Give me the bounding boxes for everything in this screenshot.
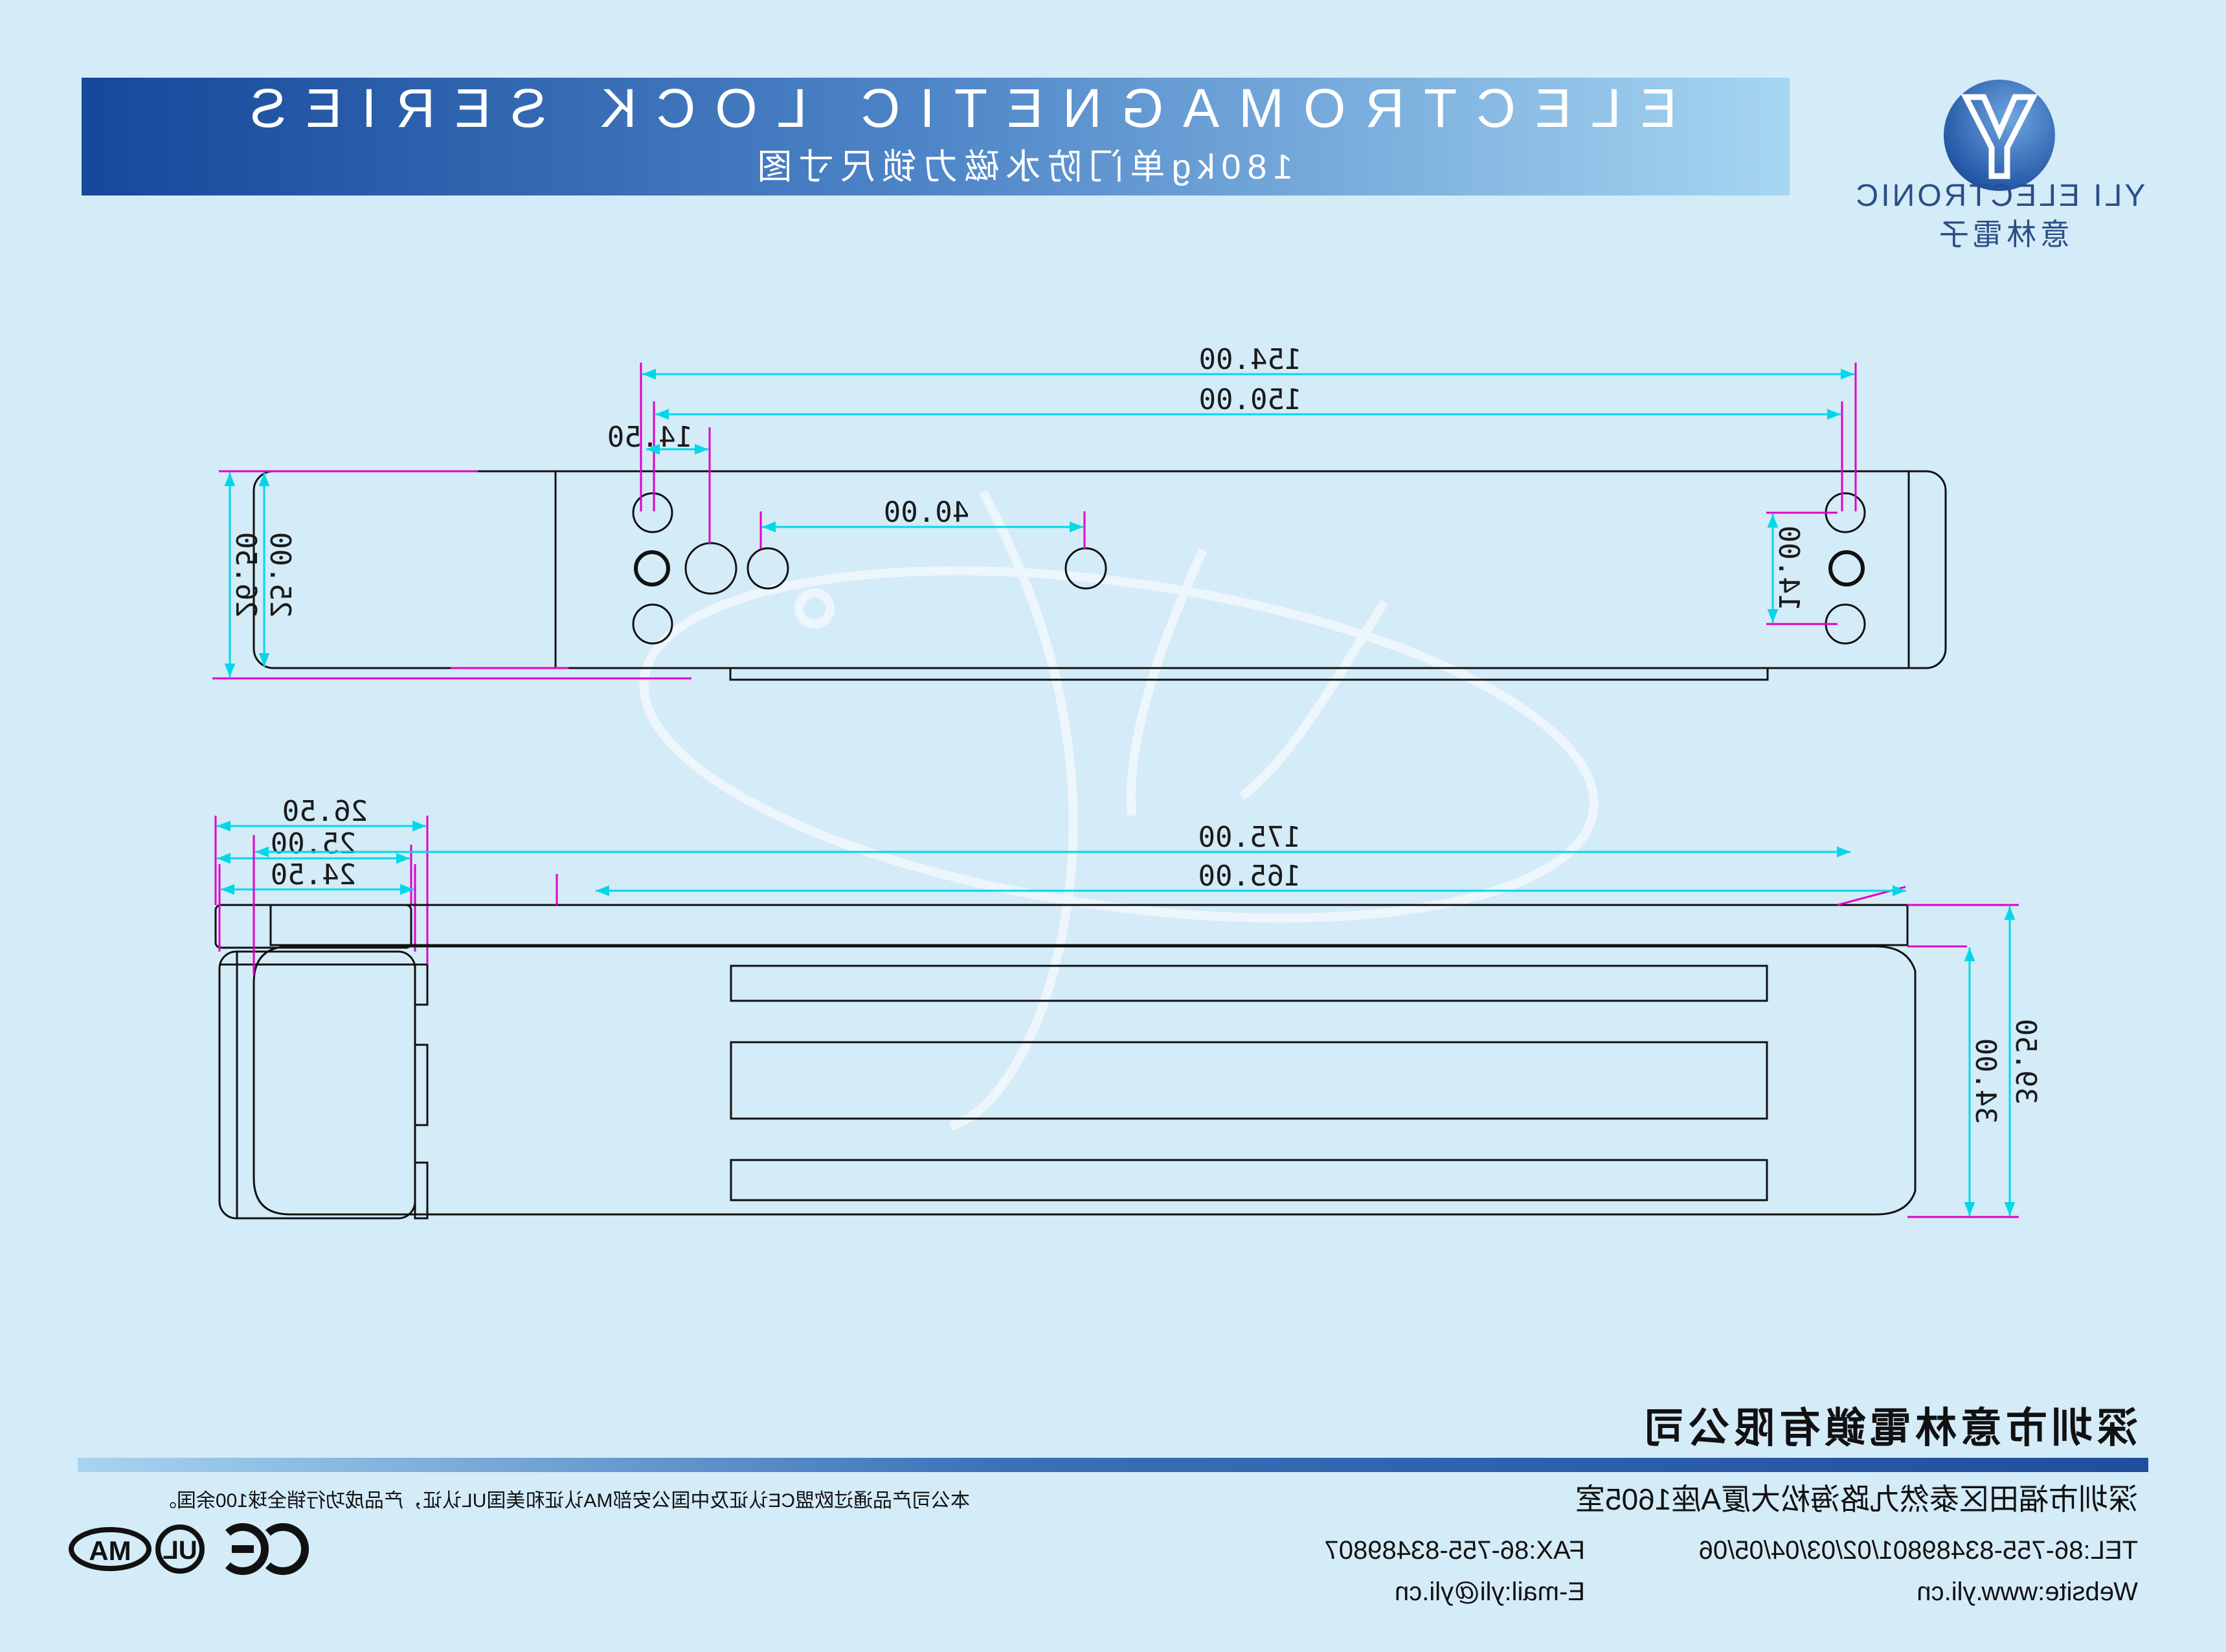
mount-hole xyxy=(747,547,789,590)
top-view: 154.00 150.00 14.50 40.00 26.50 25.00 14… xyxy=(212,343,1947,681)
magnet-coil-strip xyxy=(730,965,1768,1002)
dim-label-34: 34.00 xyxy=(1969,1038,2002,1124)
subtitle: 180kg单门防水磁力锁尺寸图 xyxy=(750,148,1292,186)
company-email: E-mail:yli@yli.cn xyxy=(1395,1578,1585,1606)
ul-mark-icon: UL xyxy=(155,1524,205,1574)
mount-hole xyxy=(634,550,670,586)
company-fax: FAX:86-755-83489807 xyxy=(1324,1536,1585,1565)
dim-label-side-25: 25.00 xyxy=(271,827,356,860)
dim-label-side-26-5: 26.50 xyxy=(282,795,368,828)
dim-label-154: 154.00 xyxy=(1199,343,1302,376)
svg-text:MA: MA xyxy=(89,1535,131,1566)
dim-label-40: 40.00 xyxy=(884,496,969,529)
dim-label-165: 165.00 xyxy=(1198,860,1301,893)
logo-brand-en: YLI ELECTRONIC xyxy=(1854,179,2146,213)
svg-text:UL: UL xyxy=(163,1536,197,1565)
mount-hole xyxy=(1064,547,1107,590)
dim-label-26-5: 26.50 xyxy=(229,532,262,618)
logo-brand-cn: 意林電子 xyxy=(1935,218,2070,251)
side-view-body xyxy=(218,950,416,1220)
certification-note: 本公司产品通过欧盟CE认证及中国公安部MA认证和美国UL认证，产品成功行销全球1… xyxy=(157,1490,970,1512)
dim-label-39-5: 39.50 xyxy=(2009,1019,2042,1104)
mount-hole xyxy=(632,492,673,533)
yli-logo: YLI ELECTRONIC 意林電子 xyxy=(1854,80,2146,251)
side-view-armature xyxy=(214,904,412,949)
ce-mark-text: CE xyxy=(250,1589,251,1590)
dim-label-14: 14.00 xyxy=(1772,526,1805,611)
watermark xyxy=(639,489,1599,1131)
dim-label-25: 25.00 xyxy=(264,532,297,618)
company-website: Website:www.yli.cn xyxy=(1917,1578,2138,1606)
front-view-body xyxy=(253,945,1917,1216)
dim-label-175: 175.00 xyxy=(1198,821,1301,854)
company-tel: TEL:86-755-83489801/02/03/04/05/06 xyxy=(1699,1536,2138,1565)
top-view-base-plate xyxy=(729,667,1769,681)
magnet-coil-strip xyxy=(730,1041,1768,1120)
series-title: ELECTROMAGNETIC LOCK SERIES xyxy=(230,78,1677,139)
magnet-coil-strip xyxy=(730,1159,1768,1201)
mount-hole xyxy=(1828,550,1865,586)
ma-mark-icon: MA xyxy=(69,1527,152,1571)
mount-hole xyxy=(632,603,673,645)
company-address: 深圳市福田区泰然九路海松大厦A座1605室 xyxy=(1575,1482,2138,1516)
dim-label-side-24-5: 24.50 xyxy=(271,858,356,891)
side-bracket xyxy=(414,1044,429,1126)
side-view: 26.50 25.00 24.50 xyxy=(214,795,429,1220)
front-view: 175.00 165.00 39.50 34.00 xyxy=(253,821,2042,1218)
header-banner xyxy=(82,78,1790,195)
side-bracket xyxy=(414,1161,429,1220)
side-bracket xyxy=(414,963,429,1006)
dim-label-150: 150.00 xyxy=(1199,383,1302,416)
footer-rule xyxy=(78,1458,2148,1472)
logo-y-shape xyxy=(1961,94,2038,179)
dim-label-14-5: 14.50 xyxy=(607,421,693,454)
company-name: 深圳市意林電鎖有限公司 xyxy=(1639,1405,2138,1451)
top-view-body xyxy=(253,470,1947,669)
front-view-armature xyxy=(269,904,1909,946)
ce-mark-icon xyxy=(225,1523,309,1575)
cable-hole xyxy=(684,542,737,595)
